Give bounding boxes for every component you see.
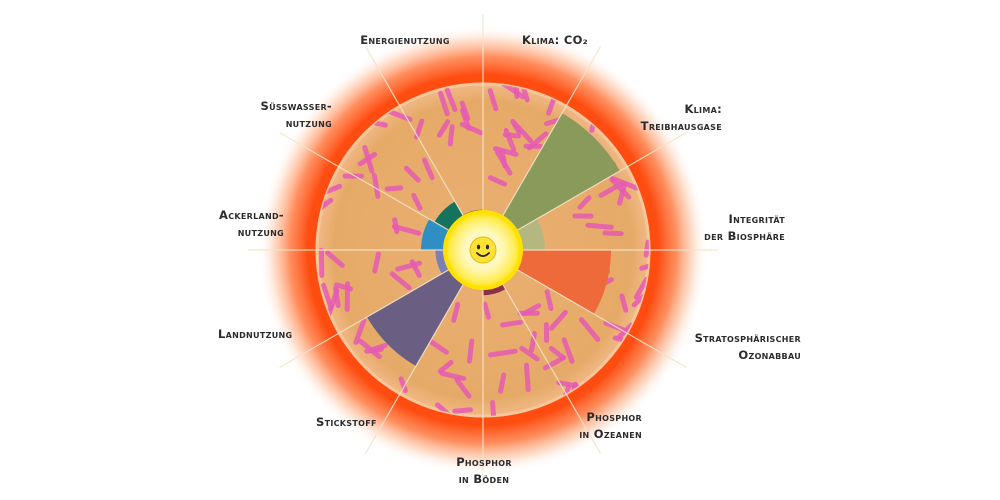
decor-dash — [422, 157, 435, 180]
decor-dash — [519, 345, 540, 362]
decor-dash — [495, 149, 513, 176]
divider-line — [364, 46, 465, 218]
decor-dash — [389, 271, 412, 291]
decor-dash — [460, 107, 472, 131]
label-stickstoff: Stickstoff — [316, 415, 377, 429]
decor-dash — [544, 289, 554, 311]
label-integritaet-biosphaere: Integrität der Biosphäre — [704, 212, 785, 243]
decor-dash — [444, 87, 458, 112]
decor-dash — [353, 317, 367, 345]
divider-line — [501, 46, 602, 218]
center-ring — [443, 210, 523, 290]
label-landnutzung: Landnutzung — [218, 327, 293, 341]
label-ackerlandnutzung: Ackerland- nutzung — [219, 208, 284, 239]
decor-dash — [438, 90, 450, 117]
decor-dash — [549, 309, 568, 331]
label-energienutzung: Energienutzung — [360, 33, 450, 47]
decor-dash — [500, 319, 523, 328]
decor-dash — [500, 84, 526, 100]
divider-line — [501, 282, 602, 454]
decor-dash — [502, 132, 522, 139]
decor-dash — [437, 359, 454, 374]
wedge-suesswasser — [434, 201, 464, 231]
decor-dash — [577, 195, 592, 210]
smiley-mouth-icon — [476, 252, 490, 257]
decor-dash — [384, 185, 404, 192]
label-klima-treibhausgase: Klima: Treibhausgase — [640, 102, 722, 133]
decor-dash — [490, 400, 497, 416]
divider-line — [515, 131, 687, 232]
label-suesswassernutzung: Süsswasser- nutzung — [260, 99, 332, 130]
decor-dash — [542, 355, 567, 371]
decor-dash — [487, 88, 499, 112]
decor-dash — [403, 165, 421, 183]
decor-dash — [391, 224, 422, 236]
decor-dash — [411, 192, 423, 211]
decor-dash — [585, 222, 614, 230]
smiley-eye-icon — [476, 244, 481, 250]
decor-dash — [609, 177, 632, 200]
wedge-klima-treibhausgase — [515, 219, 545, 250]
decor-dash — [436, 119, 451, 138]
decor-dash — [617, 184, 627, 206]
wedge-landnutzung — [435, 250, 451, 274]
wedge-stickstoff — [366, 269, 464, 367]
decor-dash — [325, 250, 345, 268]
decor-dash — [619, 293, 629, 313]
decor-dash — [451, 301, 461, 323]
label-ozonabbau: Stratosphärischer Ozonabbau — [694, 331, 801, 362]
decor-dash — [482, 301, 491, 320]
decor-dash — [414, 118, 425, 140]
decor-dash — [321, 282, 334, 311]
decor-dash — [439, 370, 467, 381]
decor-dash — [561, 337, 575, 364]
decor-dash — [524, 362, 531, 393]
label-phosphor-ozeane: Phosphor in Ozeanen — [579, 410, 642, 441]
wedge-klima-co2 — [502, 113, 620, 231]
divider-line — [279, 131, 451, 232]
decor-dash — [467, 338, 475, 364]
decor-dash — [598, 180, 625, 198]
smiley-icon — [469, 236, 497, 264]
decor-dash — [643, 239, 649, 258]
decor-dash — [498, 372, 507, 394]
label-phosphor-boeden: Phosphor in Böden — [456, 455, 512, 486]
label-klima-co2: Klima: CO₂ — [522, 33, 588, 47]
decor-dash — [372, 251, 381, 274]
decor-dash — [371, 173, 381, 199]
decor-dash — [326, 288, 340, 317]
decor-dash — [578, 317, 601, 342]
decor-dash — [633, 277, 649, 300]
decor-dash — [395, 260, 422, 272]
decor-dash — [639, 260, 649, 271]
decor-dash — [452, 407, 473, 414]
decor-dash — [602, 230, 624, 237]
decor-dash — [357, 152, 377, 167]
decor-dash — [447, 124, 455, 147]
decor-dash — [492, 146, 519, 157]
decor-dash — [364, 347, 384, 354]
decor-dash — [556, 380, 580, 389]
wedge-biosphaere — [515, 250, 611, 314]
decor-dash — [488, 348, 518, 358]
decor-dash — [529, 331, 537, 353]
decor-dash — [510, 118, 522, 135]
divider-line — [364, 282, 465, 454]
decor-dash — [548, 345, 566, 360]
decor-dash — [454, 377, 472, 399]
wedge-ackerland — [421, 219, 451, 250]
divider-line — [279, 268, 451, 369]
smiley-eye-icon — [485, 244, 490, 250]
decor-dash — [398, 376, 408, 393]
divider-line — [515, 268, 687, 369]
decor-dash — [522, 303, 542, 316]
decor-dash — [487, 175, 508, 187]
